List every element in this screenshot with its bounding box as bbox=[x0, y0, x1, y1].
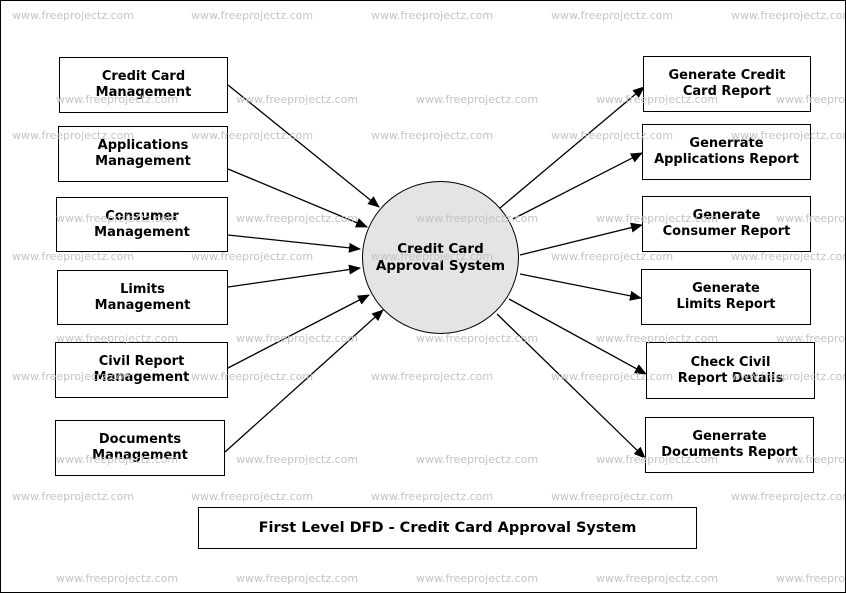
output-generate-consumer-report: Generate Consumer Report bbox=[642, 196, 811, 252]
output-generrate-documents-report: Generrate Documents Report bbox=[645, 417, 814, 473]
entity-applications-management: Applications Management bbox=[58, 126, 228, 182]
flow-arrow bbox=[496, 313, 646, 459]
flow-arrow bbox=[227, 294, 370, 369]
flow-arrow bbox=[512, 152, 643, 220]
entity-limits-management: Limits Management bbox=[57, 270, 228, 325]
flow-arrow bbox=[227, 168, 368, 228]
flow-arrow bbox=[224, 309, 384, 453]
entity-civil-report-management: Civil Report Management bbox=[55, 342, 228, 398]
flow-arrow bbox=[227, 84, 380, 208]
flow-arrow bbox=[508, 298, 647, 375]
output-generate-credit-card-report: Generate Credit Card Report bbox=[643, 56, 811, 112]
output-generate-limits-report: Generate Limits Report bbox=[641, 269, 811, 325]
flow-arrow bbox=[227, 234, 361, 253]
flow-arrow bbox=[519, 222, 643, 256]
output-check-civil-report-details: Check Civil Report Details bbox=[646, 342, 815, 399]
flow-arrow bbox=[519, 273, 642, 301]
entity-consumer-management: Consumer Management bbox=[56, 197, 228, 252]
flow-arrow bbox=[227, 264, 361, 288]
entity-credit-card-management: Credit Card Management bbox=[59, 57, 228, 113]
process-credit-card-approval-system: Credit Card Approval System bbox=[362, 181, 519, 334]
output-generrate-applications-report: Generrate Applications Report bbox=[642, 124, 811, 180]
entity-documents-management: Documents Management bbox=[55, 420, 225, 476]
flow-arrow bbox=[499, 86, 645, 209]
diagram-caption: First Level DFD - Credit Card Approval S… bbox=[198, 507, 697, 549]
